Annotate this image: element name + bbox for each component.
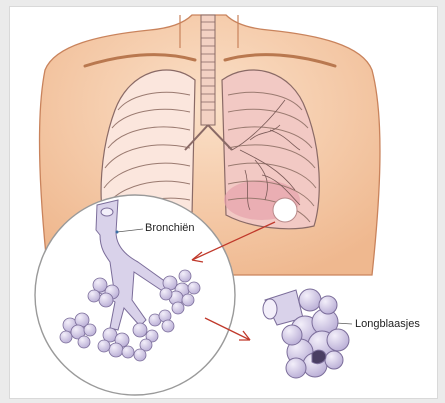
zoom-circle <box>35 195 235 395</box>
alveolus-detail <box>263 289 349 378</box>
bronchien-label: Bronchiën <box>145 222 195 234</box>
zoom-marker <box>273 198 297 222</box>
longblaasjes-label: Longblaasjes <box>355 318 420 330</box>
